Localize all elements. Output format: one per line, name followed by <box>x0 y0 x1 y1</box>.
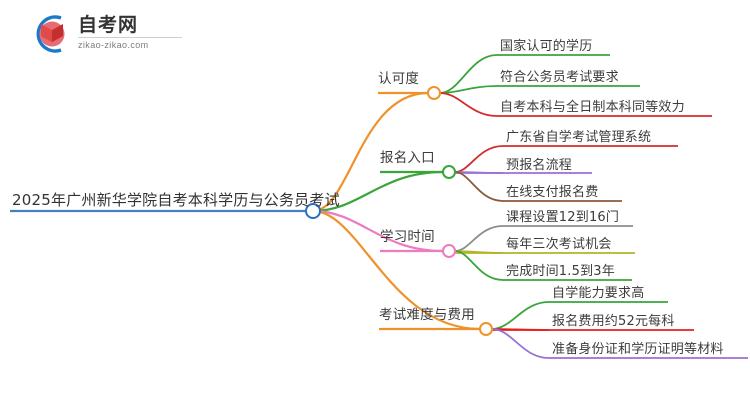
leaf-label-3-2[interactable]: 每年三次考试机会 <box>506 237 612 252</box>
leaf-connector-4-3 <box>491 328 550 359</box>
branch-label-study-time[interactable]: 学习时间 <box>380 229 435 245</box>
leaf-label-4-1[interactable]: 自学能力要求高 <box>552 286 645 301</box>
leaf-label-4-2[interactable]: 报名费用约52元每科 <box>552 314 675 329</box>
branch-label-registration-entry[interactable]: 报名入口 <box>380 150 435 166</box>
branch-connector-4 <box>312 209 481 331</box>
leaf-connector-3-3 <box>454 250 504 281</box>
leaf-label-1-3[interactable]: 自考本科与全日制本科同等效力 <box>500 100 685 115</box>
branch-node-circle-2[interactable] <box>442 165 456 179</box>
leaf-label-3-3[interactable]: 完成时间1.5到3年 <box>506 264 615 279</box>
leaf-connector-2-3 <box>454 171 504 202</box>
branch-connector-3 <box>312 209 444 253</box>
leaf-label-2-3[interactable]: 在线支付报名费 <box>506 185 599 200</box>
leaf-connector-3-1 <box>454 225 504 252</box>
logo-name-cn: 自考网 <box>78 14 139 36</box>
root-node-label[interactable]: 2025年广州新华学院自考本科学历与公务员考试 <box>12 191 340 209</box>
logo-domain: zikao-zikao.com <box>78 40 149 50</box>
branch-connector-1 <box>312 91 429 213</box>
leaf-connector-2-1 <box>454 145 504 173</box>
root-node-circle[interactable] <box>305 203 321 219</box>
logo-divider <box>78 37 182 38</box>
branch-node-circle-4[interactable] <box>479 322 493 336</box>
leaf-label-3-1[interactable]: 课程设置12到16门 <box>506 210 620 225</box>
leaf-connector-1-3 <box>439 92 498 117</box>
site-logo[interactable]: 自考网 zikao-zikao.com <box>28 10 188 58</box>
branch-label-difficulty-and-fees[interactable]: 考试难度与费用 <box>379 307 475 323</box>
leaf-connector-1-1 <box>439 54 498 94</box>
logo-text: 自考网 zikao-zikao.com <box>78 14 188 50</box>
leaf-label-4-3[interactable]: 准备身份证和学历证明等材料 <box>552 342 724 357</box>
graduation-book-icon <box>36 15 65 53</box>
leaf-connector-1-2 <box>439 85 498 94</box>
branch-node-circle-1[interactable] <box>427 86 441 100</box>
leaf-connector-4-1 <box>491 301 550 330</box>
leaf-label-2-1[interactable]: 广东省自学考试管理系统 <box>506 130 652 145</box>
leaf-label-2-2[interactable]: 预报名流程 <box>506 158 573 173</box>
branch-label-recognition[interactable]: 认可度 <box>378 71 420 87</box>
leaf-label-1-1[interactable]: 国家认可的学历 <box>500 39 593 54</box>
branch-node-circle-3[interactable] <box>442 244 456 258</box>
leaf-label-1-2[interactable]: 符合公务员考试要求 <box>500 70 619 85</box>
branch-connector-2 <box>312 170 444 213</box>
